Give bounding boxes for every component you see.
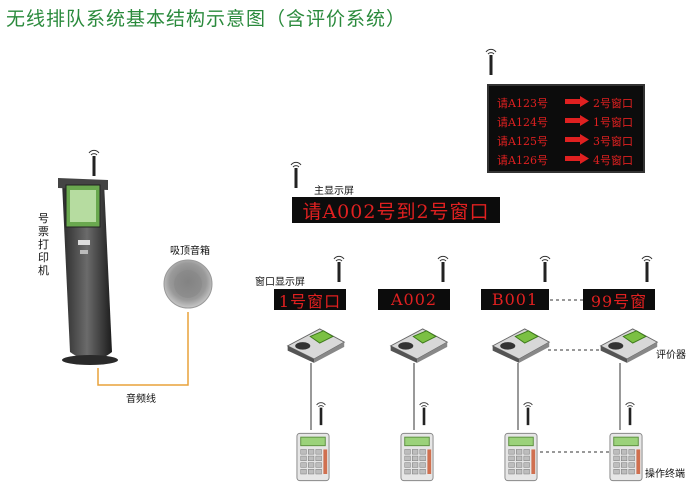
board-queue: 请A125号 [497, 135, 548, 148]
window-display-4: 99号窗 [583, 289, 655, 311]
right-arrow-icon [565, 96, 589, 107]
board-row: 请A123号 2号窗口 [497, 92, 641, 112]
diagram-title: 无线排队系统基本结构示意图（含评价系统） [6, 8, 407, 30]
evaluator-label: 评价器 [656, 350, 686, 361]
window-display-3: B001 [481, 289, 549, 310]
audio-cable [97, 312, 189, 386]
board-row: 请A124号 1号窗口 [497, 111, 641, 131]
main-display-label: 主显示屏 [314, 186, 354, 197]
board-window: 4号窗口 [593, 154, 633, 167]
board-window: 3号窗口 [593, 135, 633, 148]
right-arrow-icon [565, 134, 589, 145]
speaker-label: 吸顶音箱 [170, 246, 210, 257]
right-arrow-icon [565, 115, 589, 126]
terminal-label: 操作终端 [645, 469, 685, 480]
board-queue: 请A126号 [497, 154, 548, 167]
board-queue: 请A124号 [497, 116, 548, 129]
window-display-2: A002 [378, 289, 450, 310]
kiosk-printer [58, 149, 118, 365]
right-arrow-icon [565, 153, 589, 164]
board-window: 1号窗口 [593, 116, 633, 129]
main-display-screen: 请A002号到2号窗口 [292, 197, 500, 223]
audio-line-label: 音频线 [126, 394, 156, 405]
board-row: 请A126号 4号窗口 [497, 149, 641, 169]
board-row: 请A125号 3号窗口 [497, 130, 641, 150]
board-window: 2号窗口 [593, 97, 633, 110]
window-display-label: 窗口显示屏 [255, 277, 305, 288]
ceiling-speaker [163, 259, 213, 309]
queue-board: 请A123号 2号窗口 请A124号 1号窗口 请A125号 3号窗口 请A12… [487, 84, 645, 173]
window-display-1: 1号窗口 [274, 289, 346, 311]
board-queue: 请A123号 [497, 97, 548, 110]
kiosk-label: 号票打印机 [38, 212, 49, 277]
